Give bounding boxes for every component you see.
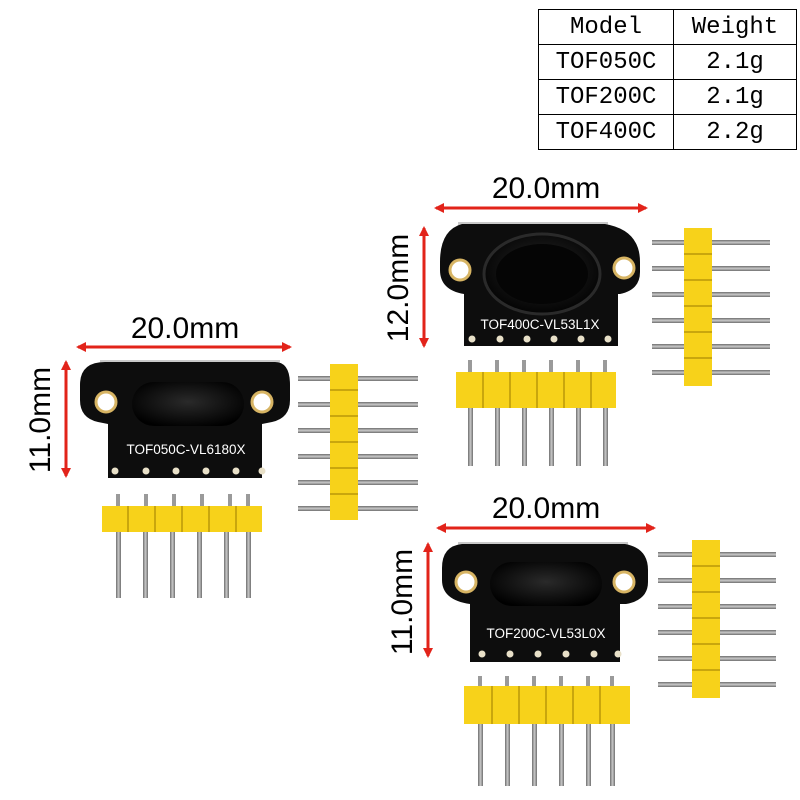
pin-header-vertical <box>298 364 418 520</box>
mounting-hole-right <box>250 390 274 414</box>
sensor-window <box>490 562 602 606</box>
pcb-board: TOF400C-VL53L1X <box>440 222 640 346</box>
table-cell-model: TOF400C <box>538 114 674 150</box>
height-label: 11.0mm <box>386 549 419 655</box>
solder-pads <box>468 335 612 343</box>
mounting-hole-right <box>612 570 636 594</box>
module-tof400c: 20.0mm 12.0mm TOF400C-VL53L1X <box>382 172 770 466</box>
mounting-hole-left <box>94 390 118 414</box>
pin-header-horizontal <box>456 360 616 466</box>
mounting-hole-left <box>454 570 478 594</box>
module-tof200c: 20.0mm 11.0mm TOF200C-VL53L0X <box>386 492 776 786</box>
weight-table: Model Weight TOF050C 2.1g TOF200C 2.1g T… <box>538 9 797 150</box>
table-cell-weight: 2.2g <box>673 114 797 150</box>
table-cell-weight: 2.1g <box>673 79 797 115</box>
table-row: TOF400C 2.2g <box>538 114 797 150</box>
solder-pads <box>478 650 622 658</box>
board-label: TOF050C-VL6180X <box>126 442 245 457</box>
pin-header-horizontal <box>102 494 262 598</box>
pin-header-vertical <box>652 228 770 386</box>
mounting-hole-right <box>612 256 636 280</box>
height-label: 12.0mm <box>382 234 415 342</box>
pin-header-horizontal <box>464 676 630 786</box>
pin-header-vertical <box>658 540 776 698</box>
table-cell-model: TOF050C <box>538 44 674 80</box>
solder-pads <box>111 467 266 475</box>
board-label: TOF200C-VL53L0X <box>486 626 605 641</box>
height-label: 11.0mm <box>24 367 57 473</box>
table-header-model: Model <box>538 9 674 45</box>
width-label: 20.0mm <box>492 492 600 525</box>
module-tof050c: 20.0mm 11.0mm TOF050C-VL6180X <box>24 312 418 598</box>
width-label: 20.0mm <box>131 312 239 345</box>
sensor-window <box>132 382 244 426</box>
pcb-board: TOF050C-VL6180X <box>80 360 290 478</box>
mounting-hole-left <box>448 258 472 282</box>
width-label: 20.0mm <box>492 172 600 205</box>
table-header-row: Model Weight <box>538 9 797 45</box>
table-header-weight: Weight <box>673 9 797 45</box>
pcb-board: TOF200C-VL53L0X <box>442 542 648 662</box>
board-label: TOF400C-VL53L1X <box>480 317 599 332</box>
